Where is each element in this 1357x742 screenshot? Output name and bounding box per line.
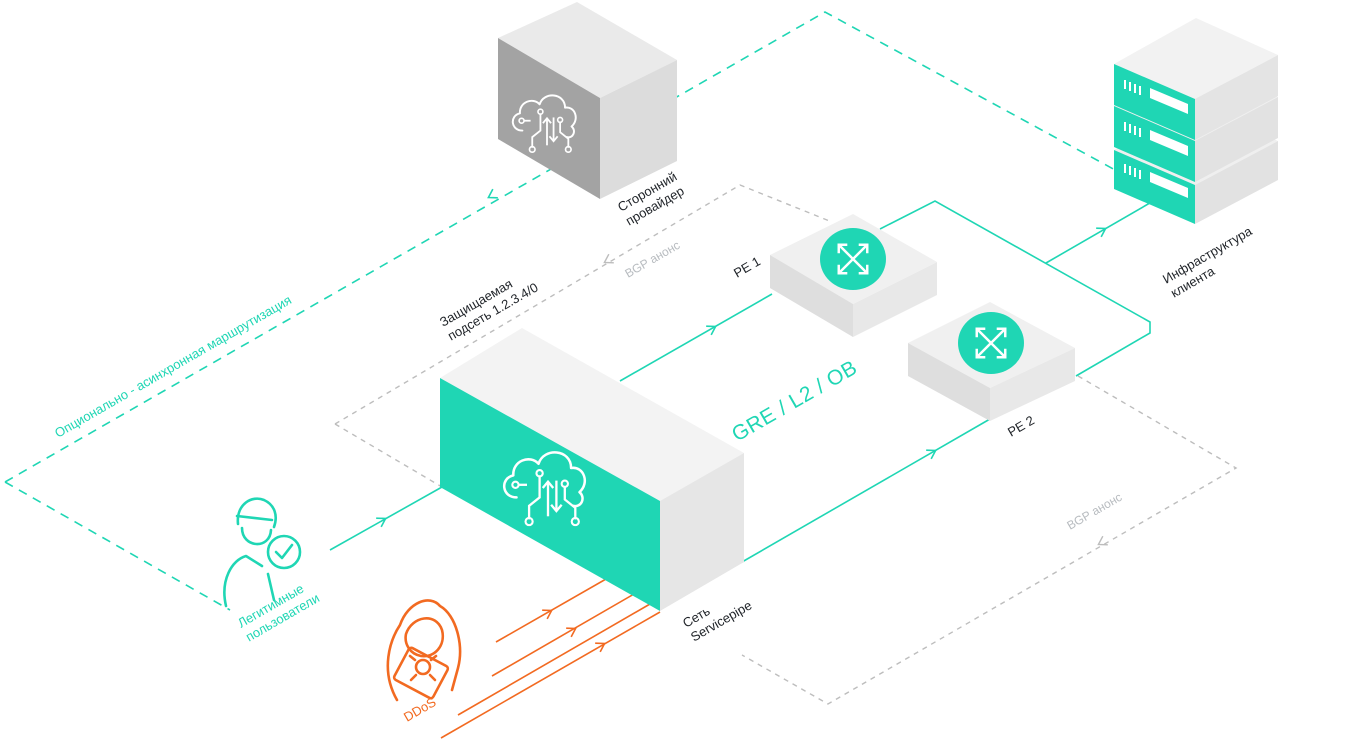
bgp-announce-loop-top <box>334 184 833 488</box>
server-stack-icon <box>1124 80 1188 198</box>
ddos-label: DDoS <box>401 694 439 724</box>
client-infrastructure-servers <box>1114 18 1278 224</box>
tunnel-label: GRE / L2 / OB <box>728 356 861 446</box>
ddos-attack-lines <box>440 566 661 739</box>
bgp-announce-bottom-label: BGP анонс <box>1065 490 1125 533</box>
link-servicepipe-pe1 <box>619 293 773 382</box>
pe1-router <box>770 214 937 337</box>
pe2-router <box>908 302 1075 421</box>
optional-routing-label: Опционально - асинхронная маршрутизация <box>52 292 294 440</box>
optional-routing-loop <box>4 11 1197 611</box>
third-party-provider-box <box>498 2 677 199</box>
verified-user-icon <box>223 497 302 608</box>
pe1-label: PE 1 <box>731 254 763 281</box>
servicepipe-network-block <box>440 328 744 611</box>
bgp-announce-top-label: BGP анонс <box>623 238 683 281</box>
legit-users-label: Легитимные пользователи <box>235 581 322 645</box>
client-infrastructure-label: Инфраструктура клиента <box>1160 223 1255 300</box>
bgp-announce-loop-bottom <box>741 375 1238 705</box>
link-pe-to-infrastructure <box>879 195 1163 377</box>
pe2-label: PE 2 <box>1005 413 1037 440</box>
link-servicepipe-pe2 <box>741 418 991 563</box>
link-users-servicepipe <box>329 486 443 551</box>
hooded-hacker-icon <box>386 599 462 702</box>
